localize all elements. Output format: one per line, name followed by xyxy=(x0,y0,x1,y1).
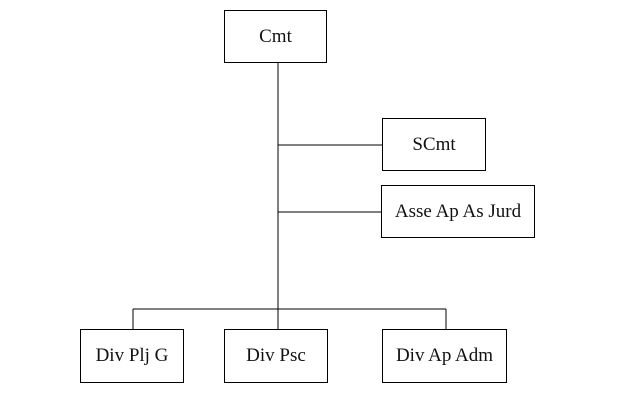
node-scmt-label: SCmt xyxy=(412,133,456,155)
node-div-plj-g-label: Div Plj G xyxy=(95,345,169,366)
node-div-psc-label: Div Psc xyxy=(246,345,306,366)
node-scmt: SCmt xyxy=(382,118,486,171)
node-cmt-label: Cmt xyxy=(259,25,292,47)
node-div-psc: Div Psc xyxy=(224,329,328,383)
node-div-plj-g: Div Plj G xyxy=(80,329,184,383)
node-asse-label: Asse Ap As Jurd xyxy=(394,200,522,222)
node-div-ap-adm: Div Ap Adm xyxy=(382,329,507,383)
node-div-ap-adm-label: Div Ap Adm xyxy=(395,345,494,366)
node-cmt: Cmt xyxy=(224,10,327,63)
node-asse-ap-as-jurd: Asse Ap As Jurd xyxy=(381,185,535,238)
